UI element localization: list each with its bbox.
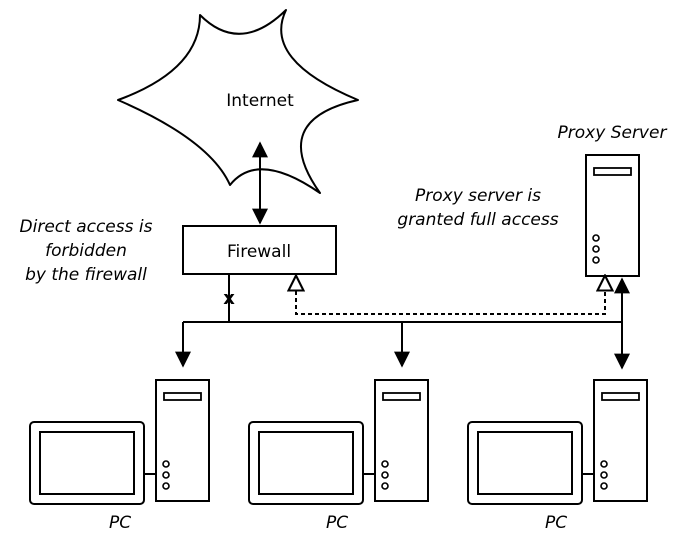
internet-label: Internet [226,91,294,111]
proxy-firewall-dashed-link [296,277,605,315]
proxy-access-line-1: Proxy server is [415,186,541,206]
firewall-label: Firewall [227,242,291,262]
proxy-server-tower [585,154,640,277]
pc-2-label: PC [326,513,348,533]
pc-3: PC [467,379,648,533]
direct-access-line-2: forbidden [45,241,127,261]
pc-1-label: PC [109,513,131,533]
direct-access-line-3: by the firewall [25,265,147,285]
blocked-mark: x [223,288,235,309]
internet-cloud: Internet [117,9,359,194]
firewall-node: Firewall [182,225,337,275]
proxy-server-label: Proxy Server [558,123,668,143]
pc-3-label: PC [545,513,567,533]
proxy-access-line-2: granted full access [397,210,558,230]
pc-2: PC [248,379,429,533]
proxy-access-annotation: Proxy server is granted full access [397,186,558,230]
pc-1: PC [29,379,210,533]
direct-access-line-1: Direct access is [20,217,153,237]
direct-access-annotation: Direct access is forbidden by the firewa… [20,217,153,285]
